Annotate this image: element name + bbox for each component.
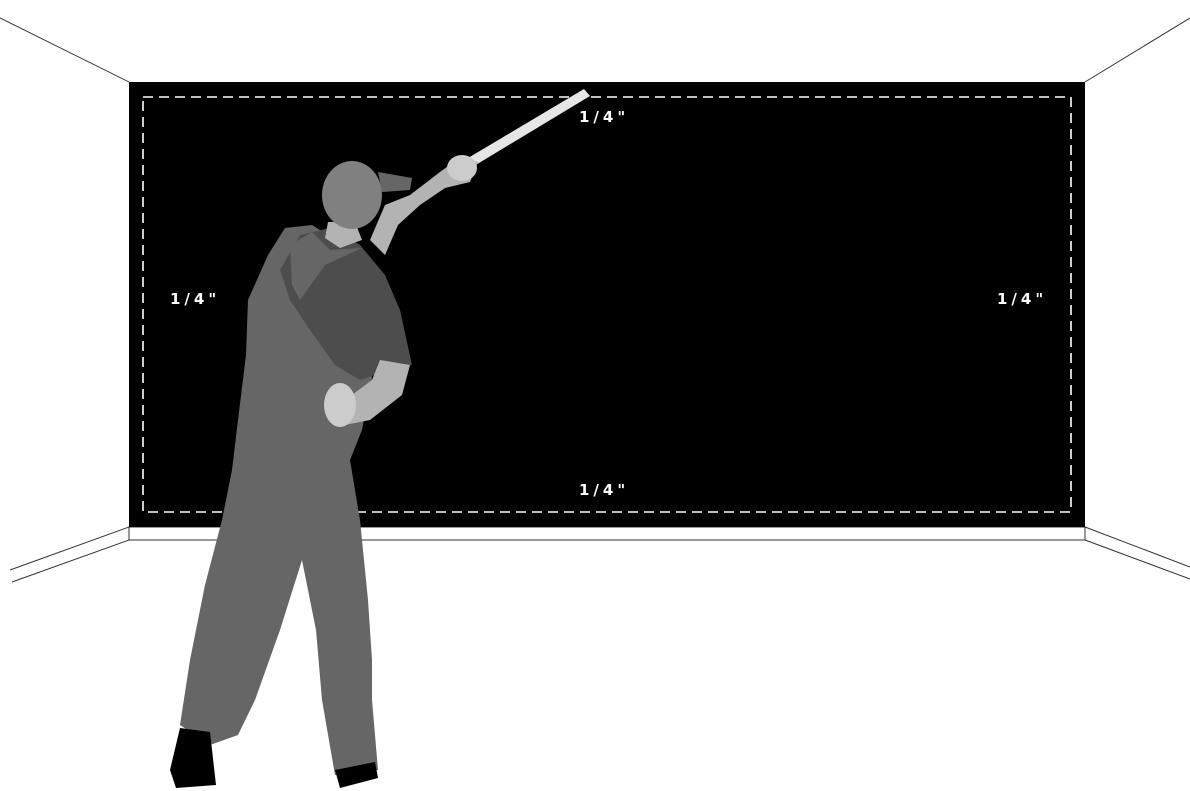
hip-hand <box>324 383 356 427</box>
margin-label-left: 1/4" <box>170 292 220 307</box>
floor-line-left-upper <box>10 527 129 570</box>
floor-line-right-lower <box>1085 540 1190 579</box>
margin-label-right: 1/4" <box>997 292 1047 307</box>
ceiling-line-left <box>0 18 129 82</box>
ceiling-line-right <box>1085 18 1190 82</box>
floor-line-right-upper <box>1085 527 1190 567</box>
margin-label-bottom: 1/4" <box>579 483 629 498</box>
floor-line-left-lower <box>12 540 129 582</box>
raised-hand <box>447 155 477 181</box>
margin-label-top: 1/4" <box>579 110 629 125</box>
head-cap <box>322 161 382 229</box>
left-boot <box>170 728 216 788</box>
